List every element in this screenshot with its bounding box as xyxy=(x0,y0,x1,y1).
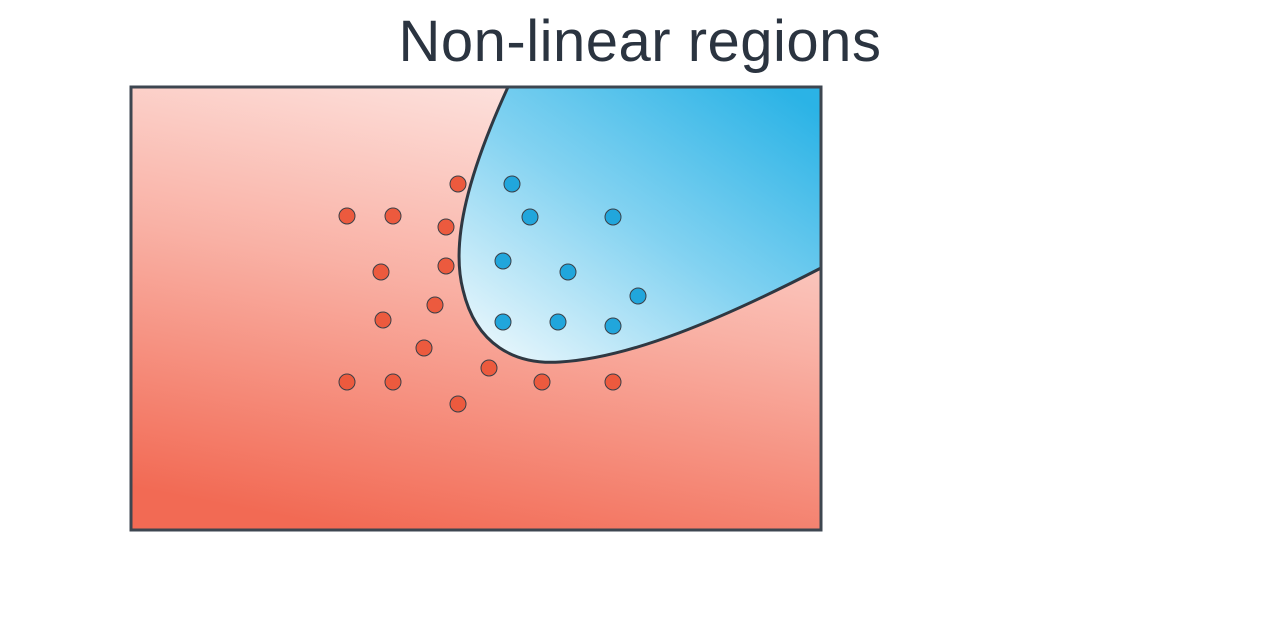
blue-region xyxy=(459,87,821,363)
red-point-12 xyxy=(480,359,498,377)
blue-point-5 xyxy=(559,263,577,281)
decision-boundary xyxy=(457,86,822,364)
red-point-3 xyxy=(384,207,402,225)
red-point-6 xyxy=(437,257,455,275)
blue-point-7 xyxy=(494,313,512,331)
red-point-1 xyxy=(449,175,467,193)
red-point-15 xyxy=(449,395,467,413)
red-class-points xyxy=(338,175,622,413)
plot-frame xyxy=(129,85,823,532)
blue-point-2 xyxy=(521,208,539,226)
blue-point-4 xyxy=(494,252,512,270)
red-point-13 xyxy=(533,373,551,391)
slide-title: Non-linear regions xyxy=(398,9,882,74)
red-point-11 xyxy=(384,373,402,391)
blue-class-points xyxy=(494,175,647,335)
red-point-10 xyxy=(338,373,356,391)
red-point-9 xyxy=(415,339,433,357)
red-point-5 xyxy=(372,263,390,281)
red-point-2 xyxy=(338,207,356,225)
red-point-8 xyxy=(374,311,392,329)
blue-point-6 xyxy=(629,287,647,305)
red-point-4 xyxy=(437,218,455,236)
blue-point-9 xyxy=(604,317,622,335)
red-point-7 xyxy=(426,296,444,314)
blue-point-8 xyxy=(549,313,567,331)
blue-point-3 xyxy=(604,208,622,226)
red-point-14 xyxy=(604,373,622,391)
blue-point-1 xyxy=(503,175,521,193)
